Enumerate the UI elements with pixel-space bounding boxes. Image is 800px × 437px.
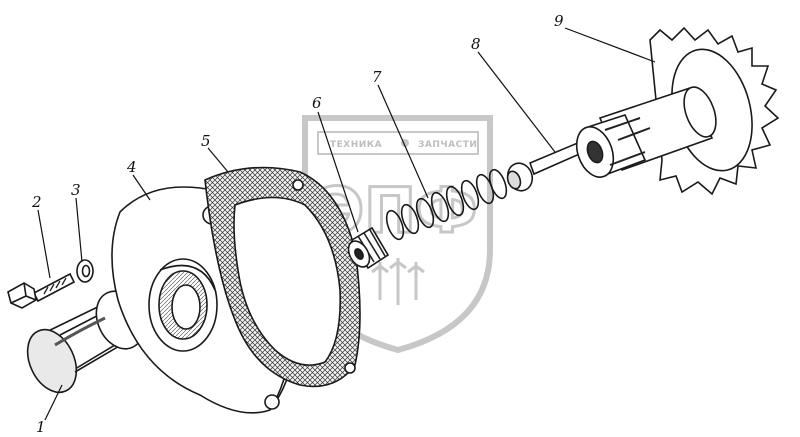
part-label-7: 7: [372, 68, 382, 86]
part-label-9: 9: [554, 12, 564, 30]
part-label-8: 8: [471, 35, 481, 53]
part-6-plug: [347, 226, 390, 270]
part-label-6: 6: [312, 94, 322, 112]
part-label-5: 5: [201, 132, 211, 150]
part-labels: 1 2 3 4 5 6 7 8 9: [31, 12, 564, 436]
part-3-washer: [76, 259, 94, 283]
part-7-spring: [385, 168, 508, 241]
part-label-4: 4: [126, 158, 137, 176]
part-9-gear: [575, 26, 780, 196]
part-label-2: 2: [31, 193, 42, 211]
part-label-1: 1: [36, 418, 46, 436]
part-2-bolt: [7, 272, 76, 309]
part-label-3: 3: [71, 181, 81, 199]
leader-lines: [37, 27, 656, 421]
watermark-wheat-icon: [371, 258, 425, 305]
part-8-valve: [506, 140, 586, 192]
part-5-gasket: [204, 166, 361, 388]
watermark-line-1: ТЕХНИКА: [330, 140, 382, 150]
watermark-line-2: ЗАПЧАСТИ: [418, 140, 477, 150]
